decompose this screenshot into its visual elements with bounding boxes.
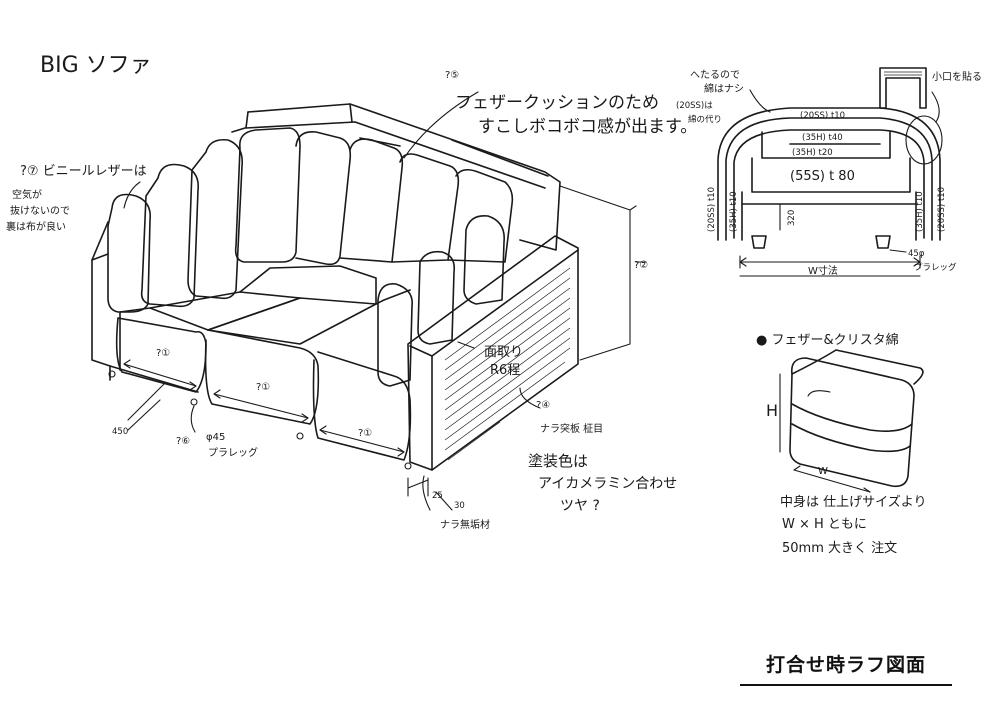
- sec-note-20ss-1: (20SS)は: [676, 101, 713, 111]
- dim-30: 30: [454, 501, 465, 511]
- note-chamfer-2: R6程: [490, 363, 520, 378]
- cross-section-diagram: [717, 67, 943, 277]
- sec-layer-3: (35H) t20: [792, 148, 833, 158]
- sec-dim-320: 320: [787, 210, 797, 226]
- note-chamfer-1: 面取り: [484, 345, 523, 360]
- cube-width-label: W: [818, 466, 828, 477]
- note-vinyl: ?⑦ ビニールレザーは: [20, 164, 147, 179]
- cushion-core-diagram: [779, 349, 924, 493]
- seat-mark-3: ?①: [358, 428, 372, 439]
- sec-note-20ss-2: 綿の代り: [688, 114, 722, 125]
- note-height-mark: ?②: [634, 260, 648, 271]
- note-oak-board: ナラ突板 柾目: [540, 422, 603, 435]
- sofa-drawing: [91, 91, 647, 511]
- note-air-3: 裏は布が良い: [6, 220, 66, 233]
- note-paint-1: 塗装色は: [528, 452, 588, 470]
- sec-layer-2: (35H) t40: [802, 133, 843, 143]
- seat-mark-2: ?①: [256, 382, 270, 393]
- sec-note-hit-1: へたるので: [690, 69, 740, 81]
- cube-note-3: 50mm 大きく 注文: [782, 541, 897, 556]
- sec-side-4: (20SS) t10: [937, 187, 947, 232]
- note-cushion-line-1: フェザークッションのため: [455, 93, 659, 113]
- sheet-stamp: 打合せ時ラフ図面: [740, 650, 952, 686]
- sec-side-3: (35H) t10: [915, 191, 925, 232]
- note-leg-size: φ45: [206, 432, 225, 443]
- sec-core: (55S) t 80: [790, 169, 855, 184]
- note-leg-number: ?⑥: [176, 436, 190, 447]
- note-cushion-number: ?⑤: [445, 70, 459, 81]
- right-armrest-board: [407, 235, 579, 471]
- note-paint-3: ツヤ ?: [560, 498, 600, 514]
- cube-note-1: 中身は 仕上げサイズより: [780, 494, 926, 510]
- note-cushion-line-2: すこしボコボコ感が出ます。: [478, 117, 697, 137]
- seat-front-left: [115, 317, 207, 393]
- sec-note-koguchi: 小口を貼る: [932, 70, 982, 83]
- sec-w-dim: W寸法: [808, 264, 838, 277]
- sec-side-1: (20SS) t10: [707, 187, 717, 232]
- dim-25: 25: [432, 491, 443, 501]
- note-paint-2: アイカメラミン合わせ: [538, 476, 677, 492]
- sec-leg-size: 45φ: [908, 249, 925, 259]
- seat-mark-1: ?①: [156, 348, 170, 359]
- sec-leg-name: プラレッグ: [914, 262, 957, 273]
- note-leg-name: プラレッグ: [208, 446, 258, 459]
- dim-450: 450: [112, 427, 128, 437]
- note-air-1: 空気が: [12, 188, 42, 201]
- cube-note-2: W × H ともに: [782, 517, 867, 532]
- note-air-2: 抜けないので: [10, 204, 70, 217]
- sec-layer-1: (20SS) t10: [800, 111, 845, 121]
- cube-title: ● フェザー&クリスタ綿: [756, 333, 899, 348]
- sheet-title: BIG ソファ: [40, 53, 152, 78]
- cube-height-label: H: [766, 401, 778, 420]
- sec-note-hit-2: 綿はナシ: [704, 82, 744, 95]
- note-oak-number: ?④: [536, 400, 550, 411]
- sec-side-2: (35H) t10: [729, 191, 739, 232]
- back-cushion-1: [234, 127, 301, 263]
- note-solid-oak: ナラ無垢材: [440, 518, 490, 531]
